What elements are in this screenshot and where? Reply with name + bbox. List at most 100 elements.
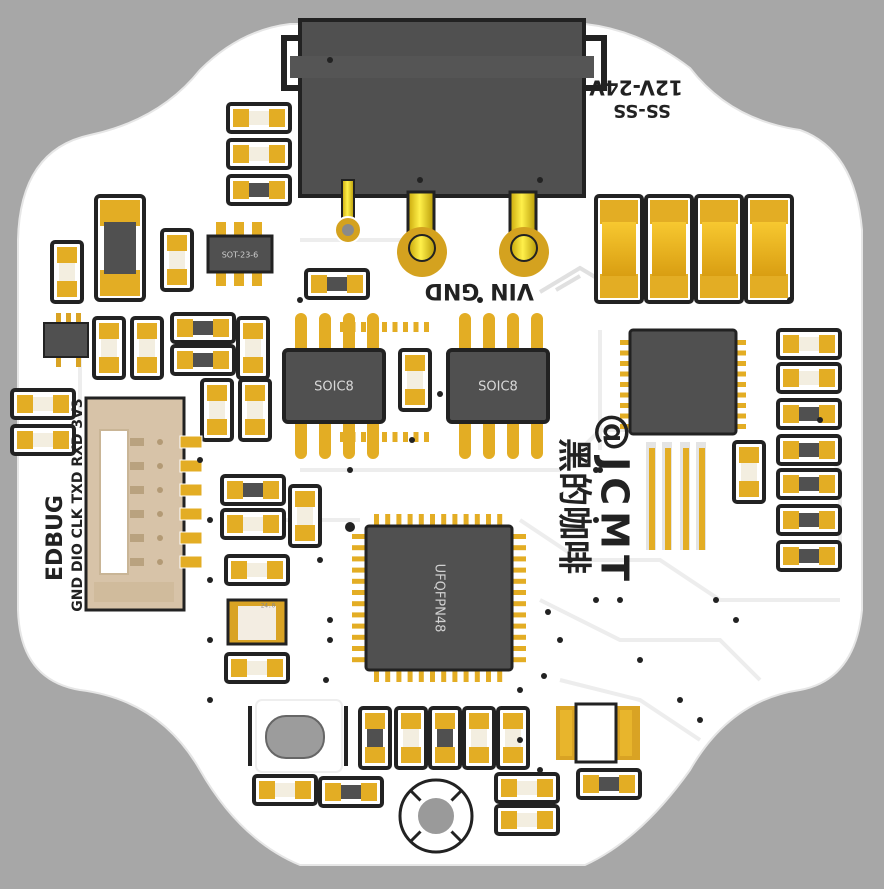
smd-pad <box>295 491 315 507</box>
via <box>517 737 523 743</box>
qfn-pin <box>620 424 630 429</box>
smd-pad <box>311 275 327 293</box>
bulk-cap-pad <box>650 274 688 298</box>
mcu-label: UFQFPN48 <box>432 564 447 633</box>
bulk-cap-body <box>702 222 736 276</box>
qfn-pin <box>736 340 746 345</box>
mcu-pin <box>352 590 366 595</box>
qfn-pin <box>620 413 630 419</box>
qfn-pin <box>413 432 419 442</box>
smd-part <box>226 174 292 206</box>
sot-pin <box>252 222 262 238</box>
qfn-pin <box>620 371 630 377</box>
strip-pad <box>649 448 655 550</box>
smd-pad <box>537 811 553 829</box>
smd-pad <box>739 447 759 463</box>
smd-pad <box>207 385 227 401</box>
mcu-pin <box>352 556 366 562</box>
smd-pad <box>245 419 265 435</box>
smd-part <box>776 468 842 500</box>
smd-part <box>226 102 292 134</box>
smd-pad <box>503 713 523 729</box>
header-pin <box>179 507 203 521</box>
smd-pad <box>819 441 835 459</box>
smd-pad <box>819 475 835 493</box>
smd-part <box>494 804 560 836</box>
smd-body <box>275 783 295 797</box>
via <box>437 391 443 397</box>
qfn-pin <box>424 432 429 442</box>
label-power-rating: 12V-24V <box>589 76 683 100</box>
smd-body <box>247 661 267 675</box>
smd-body <box>367 729 383 747</box>
via <box>817 417 823 423</box>
smd-part <box>304 268 370 300</box>
via <box>733 617 739 623</box>
tantalum-capacitor <box>94 194 146 302</box>
smd-pad <box>213 351 229 369</box>
via <box>697 717 703 723</box>
smd-part <box>252 774 318 806</box>
mcu-pin <box>512 590 526 595</box>
smd-part <box>776 362 842 394</box>
qfn-pin <box>736 403 746 408</box>
smd-pad <box>177 351 193 369</box>
strip-pad <box>665 448 671 550</box>
mcu-pin <box>418 514 424 528</box>
qfn-pin <box>620 403 630 408</box>
smd-body <box>799 513 819 527</box>
smd-pad <box>783 475 799 493</box>
smd-part <box>288 484 322 548</box>
smd-pad <box>207 419 227 435</box>
qfn-pin <box>403 322 408 332</box>
smd-pad <box>405 355 425 371</box>
qfn-pin <box>736 382 746 387</box>
bulk-cap-pad <box>700 274 738 298</box>
header-hole <box>157 511 163 517</box>
smd-body <box>327 277 347 291</box>
smd-pad <box>243 323 263 339</box>
smd-pad <box>365 713 385 729</box>
bulk-cap-pad <box>700 200 738 224</box>
smd-pad <box>583 775 599 793</box>
qfn-pin <box>413 322 419 332</box>
qfn-pin <box>371 322 377 332</box>
qfn-pin <box>350 322 356 332</box>
smd-pad <box>783 547 799 565</box>
smd-part <box>732 440 766 504</box>
header-contact <box>130 510 144 518</box>
mcu-pin <box>352 578 366 584</box>
smd-pad <box>819 511 835 529</box>
header-contact <box>130 486 144 494</box>
smd-body <box>517 781 537 795</box>
mcu-pin <box>396 514 402 528</box>
soic8-right-label: SOIC8 <box>478 380 518 395</box>
smd-pad <box>401 747 421 763</box>
mcu-pin <box>512 623 526 629</box>
qfn-pin <box>736 413 746 419</box>
mcu-pin <box>385 514 391 528</box>
header-contact <box>130 534 144 542</box>
bulk-cap-pad <box>750 200 788 224</box>
smd-body <box>249 183 269 197</box>
header-pin <box>179 459 203 473</box>
bulk-capacitor <box>644 194 694 304</box>
soic8-left-label: SOIC8 <box>314 380 354 395</box>
strip-pad <box>699 448 705 550</box>
debug-header <box>84 396 203 612</box>
via <box>567 557 573 563</box>
qfn-pin <box>736 350 746 356</box>
mcu-pin <box>352 601 366 607</box>
vias <box>197 57 823 773</box>
sot23-6-chip: SOT-23-6 <box>206 222 274 286</box>
smd-part <box>224 554 290 586</box>
sot-pin <box>252 270 262 286</box>
mcu-pin <box>512 556 526 562</box>
via <box>593 467 599 473</box>
smd-part <box>776 328 842 360</box>
via <box>323 677 329 683</box>
smd-pad <box>739 481 759 497</box>
smd-pad <box>503 747 523 763</box>
